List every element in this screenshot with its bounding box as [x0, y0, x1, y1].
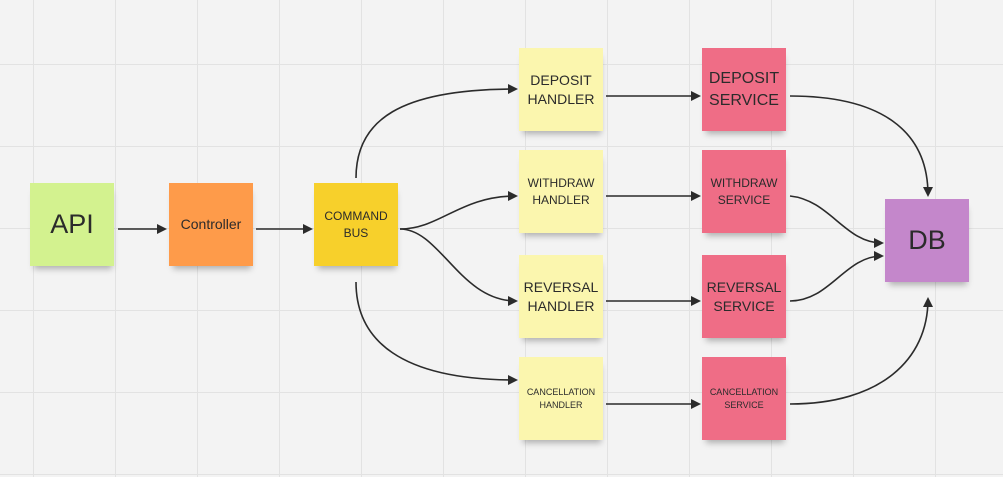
cancellation-handler-label: CANCELLATION HANDLER [526, 387, 596, 410]
sticky-note-controller[interactable]: Controller [169, 183, 253, 266]
reversal-handler-label: REVERSAL HANDLER [523, 278, 599, 314]
sticky-note-api[interactable]: API [30, 183, 114, 266]
cancellation-service-label: CANCELLATION SERVICE [709, 387, 779, 410]
sticky-note-command-bus[interactable]: COMMAND BUS [314, 183, 398, 266]
command-bus-label: COMMAND BUS [324, 209, 388, 240]
sticky-note-cancellation-service[interactable]: CANCELLATION SERVICE [702, 357, 786, 440]
edge-deposit-service-db[interactable] [789, 95, 933, 197]
sticky-note-deposit-handler[interactable]: DEPOSIT HANDLER [519, 48, 603, 131]
withdraw-handler-label: WITHDRAW HANDLER [527, 176, 595, 207]
withdraw-service-label: WITHDRAW SERVICE [710, 176, 778, 207]
sticky-note-withdraw-handler[interactable]: WITHDRAW HANDLER [519, 150, 603, 233]
sticky-note-db[interactable]: DB [885, 199, 969, 282]
edge-command-bus-reversal-handler[interactable] [399, 228, 518, 306]
controller-label: Controller [180, 216, 242, 233]
api-label: API [50, 209, 94, 240]
edge-reversal-service-db[interactable] [789, 251, 884, 302]
edge-withdraw-service-db[interactable] [789, 195, 884, 248]
sticky-note-reversal-service[interactable]: REVERSAL SERVICE [702, 255, 786, 338]
sticky-note-reversal-handler[interactable]: REVERSAL HANDLER [519, 255, 603, 338]
sticky-note-deposit-service[interactable]: DEPOSIT SERVICE [702, 48, 786, 131]
sticky-note-withdraw-service[interactable]: WITHDRAW SERVICE [702, 150, 786, 233]
deposit-handler-label: DEPOSIT HANDLER [527, 71, 595, 107]
db-label: DB [908, 225, 946, 256]
sticky-note-cancellation-handler[interactable]: CANCELLATION HANDLER [519, 357, 603, 440]
edge-command-bus-deposit-handler[interactable] [355, 84, 518, 179]
reversal-service-label: REVERSAL SERVICE [706, 278, 782, 314]
edge-command-bus-cancellation-handler[interactable] [355, 281, 518, 385]
edge-command-bus-withdraw-handler[interactable] [399, 191, 518, 230]
edge-cancellation-service-db[interactable] [789, 297, 933, 405]
deposit-service-label: DEPOSIT SERVICE [708, 69, 780, 109]
